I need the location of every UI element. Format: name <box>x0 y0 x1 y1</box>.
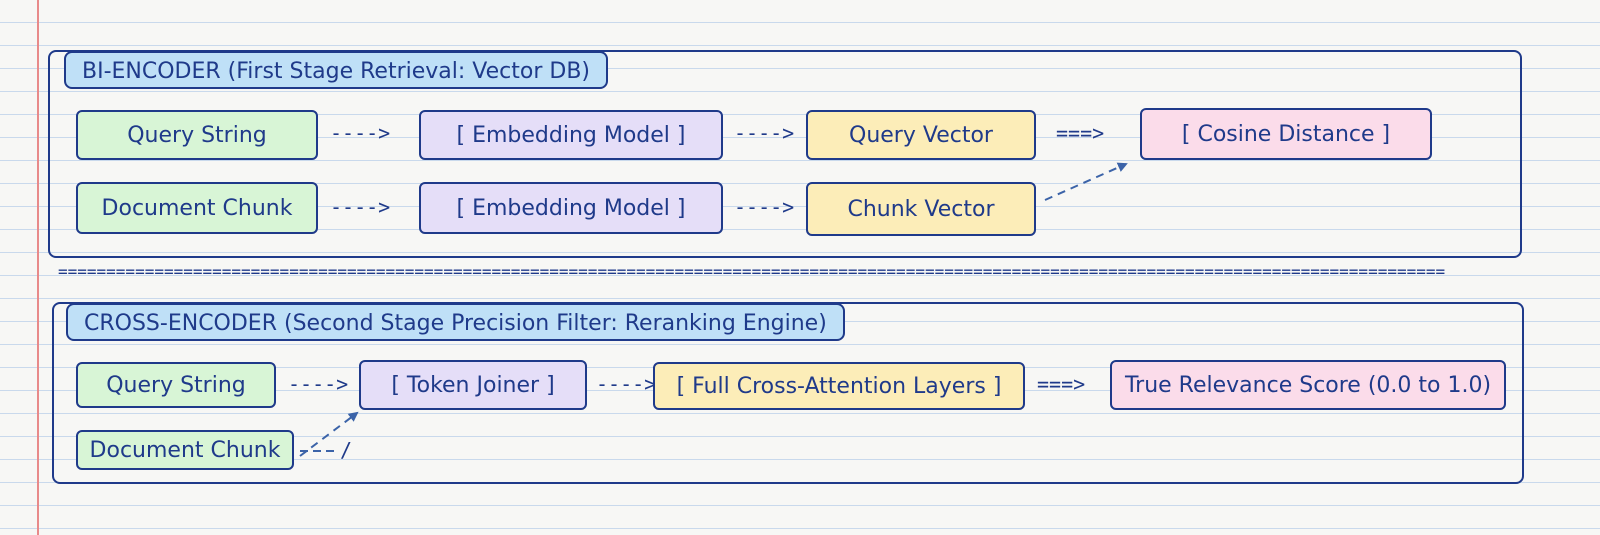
cross-query-string-node: Query String <box>76 362 276 408</box>
cross-arrow-query-to-joiner: ----> <box>288 372 349 396</box>
notebook-margin-line <box>37 0 39 535</box>
cross-document-chunk-node: Document Chunk <box>76 430 294 470</box>
query-vector-node: Query Vector <box>806 110 1036 160</box>
bi-query-string-node: Query String <box>76 110 318 160</box>
bi-arrow-vector-to-distance: ===> <box>1056 121 1105 145</box>
document-chunk-to-joiner-arrow <box>299 411 359 457</box>
cross-attention-layers-node: [ Full Cross-Attention Layers ] <box>653 362 1025 410</box>
bi-arrow-model-to-query-vector: ----> <box>734 121 795 145</box>
cross-encoder-title: CROSS-ENCODER (Second Stage Precision Fi… <box>66 303 845 341</box>
section-separator: ========================================… <box>58 266 1446 278</box>
relevance-score-node: True Relevance Score (0.0 to 1.0) <box>1110 360 1506 410</box>
bi-embedding-model-node-2: [ Embedding Model ] <box>419 182 723 234</box>
cross-arrow-attention-to-score: ===> <box>1037 372 1086 396</box>
bi-arrow-chunk-to-model: ----> <box>330 195 391 219</box>
bi-arrow-query-to-model: ----> <box>330 121 391 145</box>
cosine-distance-node: [ Cosine Distance ] <box>1140 108 1432 160</box>
bi-encoder-title: BI-ENCODER (First Stage Retrieval: Vecto… <box>64 51 608 89</box>
bi-embedding-model-node-1: [ Embedding Model ] <box>419 110 723 160</box>
bi-arrow-model-to-chunk-vector: ----> <box>734 195 795 219</box>
bi-document-chunk-node: Document Chunk <box>76 182 318 234</box>
token-joiner-node: [ Token Joiner ] <box>359 360 587 410</box>
bi-encoder-panel <box>48 50 1522 258</box>
cross-arrow-joiner-to-attention: ----> <box>596 372 657 396</box>
chunk-vector-to-distance-arrow <box>1044 162 1128 201</box>
chunk-vector-node: Chunk Vector <box>806 182 1036 236</box>
trailing-slash-mark: / <box>340 438 353 462</box>
